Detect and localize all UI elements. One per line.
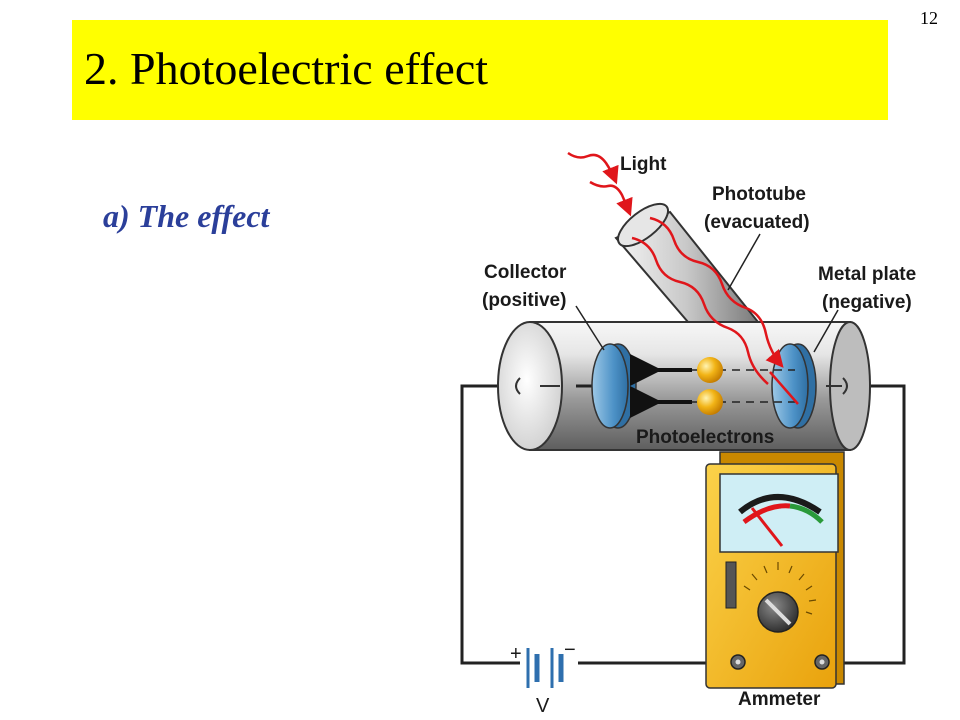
battery-minus-sign: − — [564, 639, 576, 661]
metal-plate — [771, 343, 817, 429]
page-title: 2. Photoelectric effect — [84, 43, 489, 94]
meter-needle — [750, 507, 784, 547]
label-metal-plate-negative: (negative) — [822, 292, 912, 313]
range-switch — [725, 561, 737, 609]
leader-lines — [575, 233, 839, 353]
label-collector-positive: (positive) — [482, 290, 566, 311]
battery-icon — [526, 648, 564, 688]
label-light: Light — [620, 154, 667, 175]
phototube-branch — [614, 202, 761, 323]
title-bar: 2. Photoelectric effect — [72, 20, 888, 120]
label-phototube: Phototube — [712, 184, 806, 205]
label-collector: Collector — [484, 262, 567, 283]
electron-icon — [697, 357, 723, 383]
light-hit-line — [769, 371, 799, 405]
slide-number: 12 — [920, 8, 938, 28]
circuit-wires — [460, 384, 906, 665]
collector-plate — [576, 343, 637, 429]
light-rays — [567, 151, 784, 385]
battery-plus-sign: + — [510, 643, 522, 665]
photoelectron-paths — [630, 354, 795, 418]
voltage-label: V — [536, 695, 550, 717]
label-photoelectrons: Photoelectrons — [636, 427, 774, 448]
ammeter — [705, 451, 845, 689]
label-phototube-evacuated: (evacuated) — [704, 212, 810, 233]
label-ammeter: Ammeter — [738, 689, 821, 710]
electron-icon — [697, 389, 723, 415]
section-heading: a) The effect — [103, 198, 270, 234]
label-metal-plate: Metal plate — [818, 264, 916, 285]
